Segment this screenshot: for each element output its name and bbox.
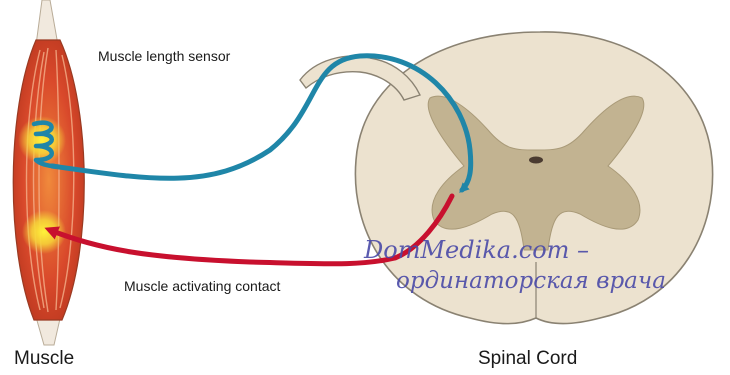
watermark-line-1: DomMedika.com – xyxy=(364,236,589,264)
muscle-shape xyxy=(13,0,84,345)
contact-label: Muscle activating contact xyxy=(124,278,280,294)
watermark-line-2: ординаторская врача xyxy=(396,268,666,294)
spinal-cord-label: Spinal Cord xyxy=(478,348,577,370)
muscle-label: Muscle xyxy=(14,348,74,370)
sensor-label: Muscle length sensor xyxy=(98,48,230,64)
